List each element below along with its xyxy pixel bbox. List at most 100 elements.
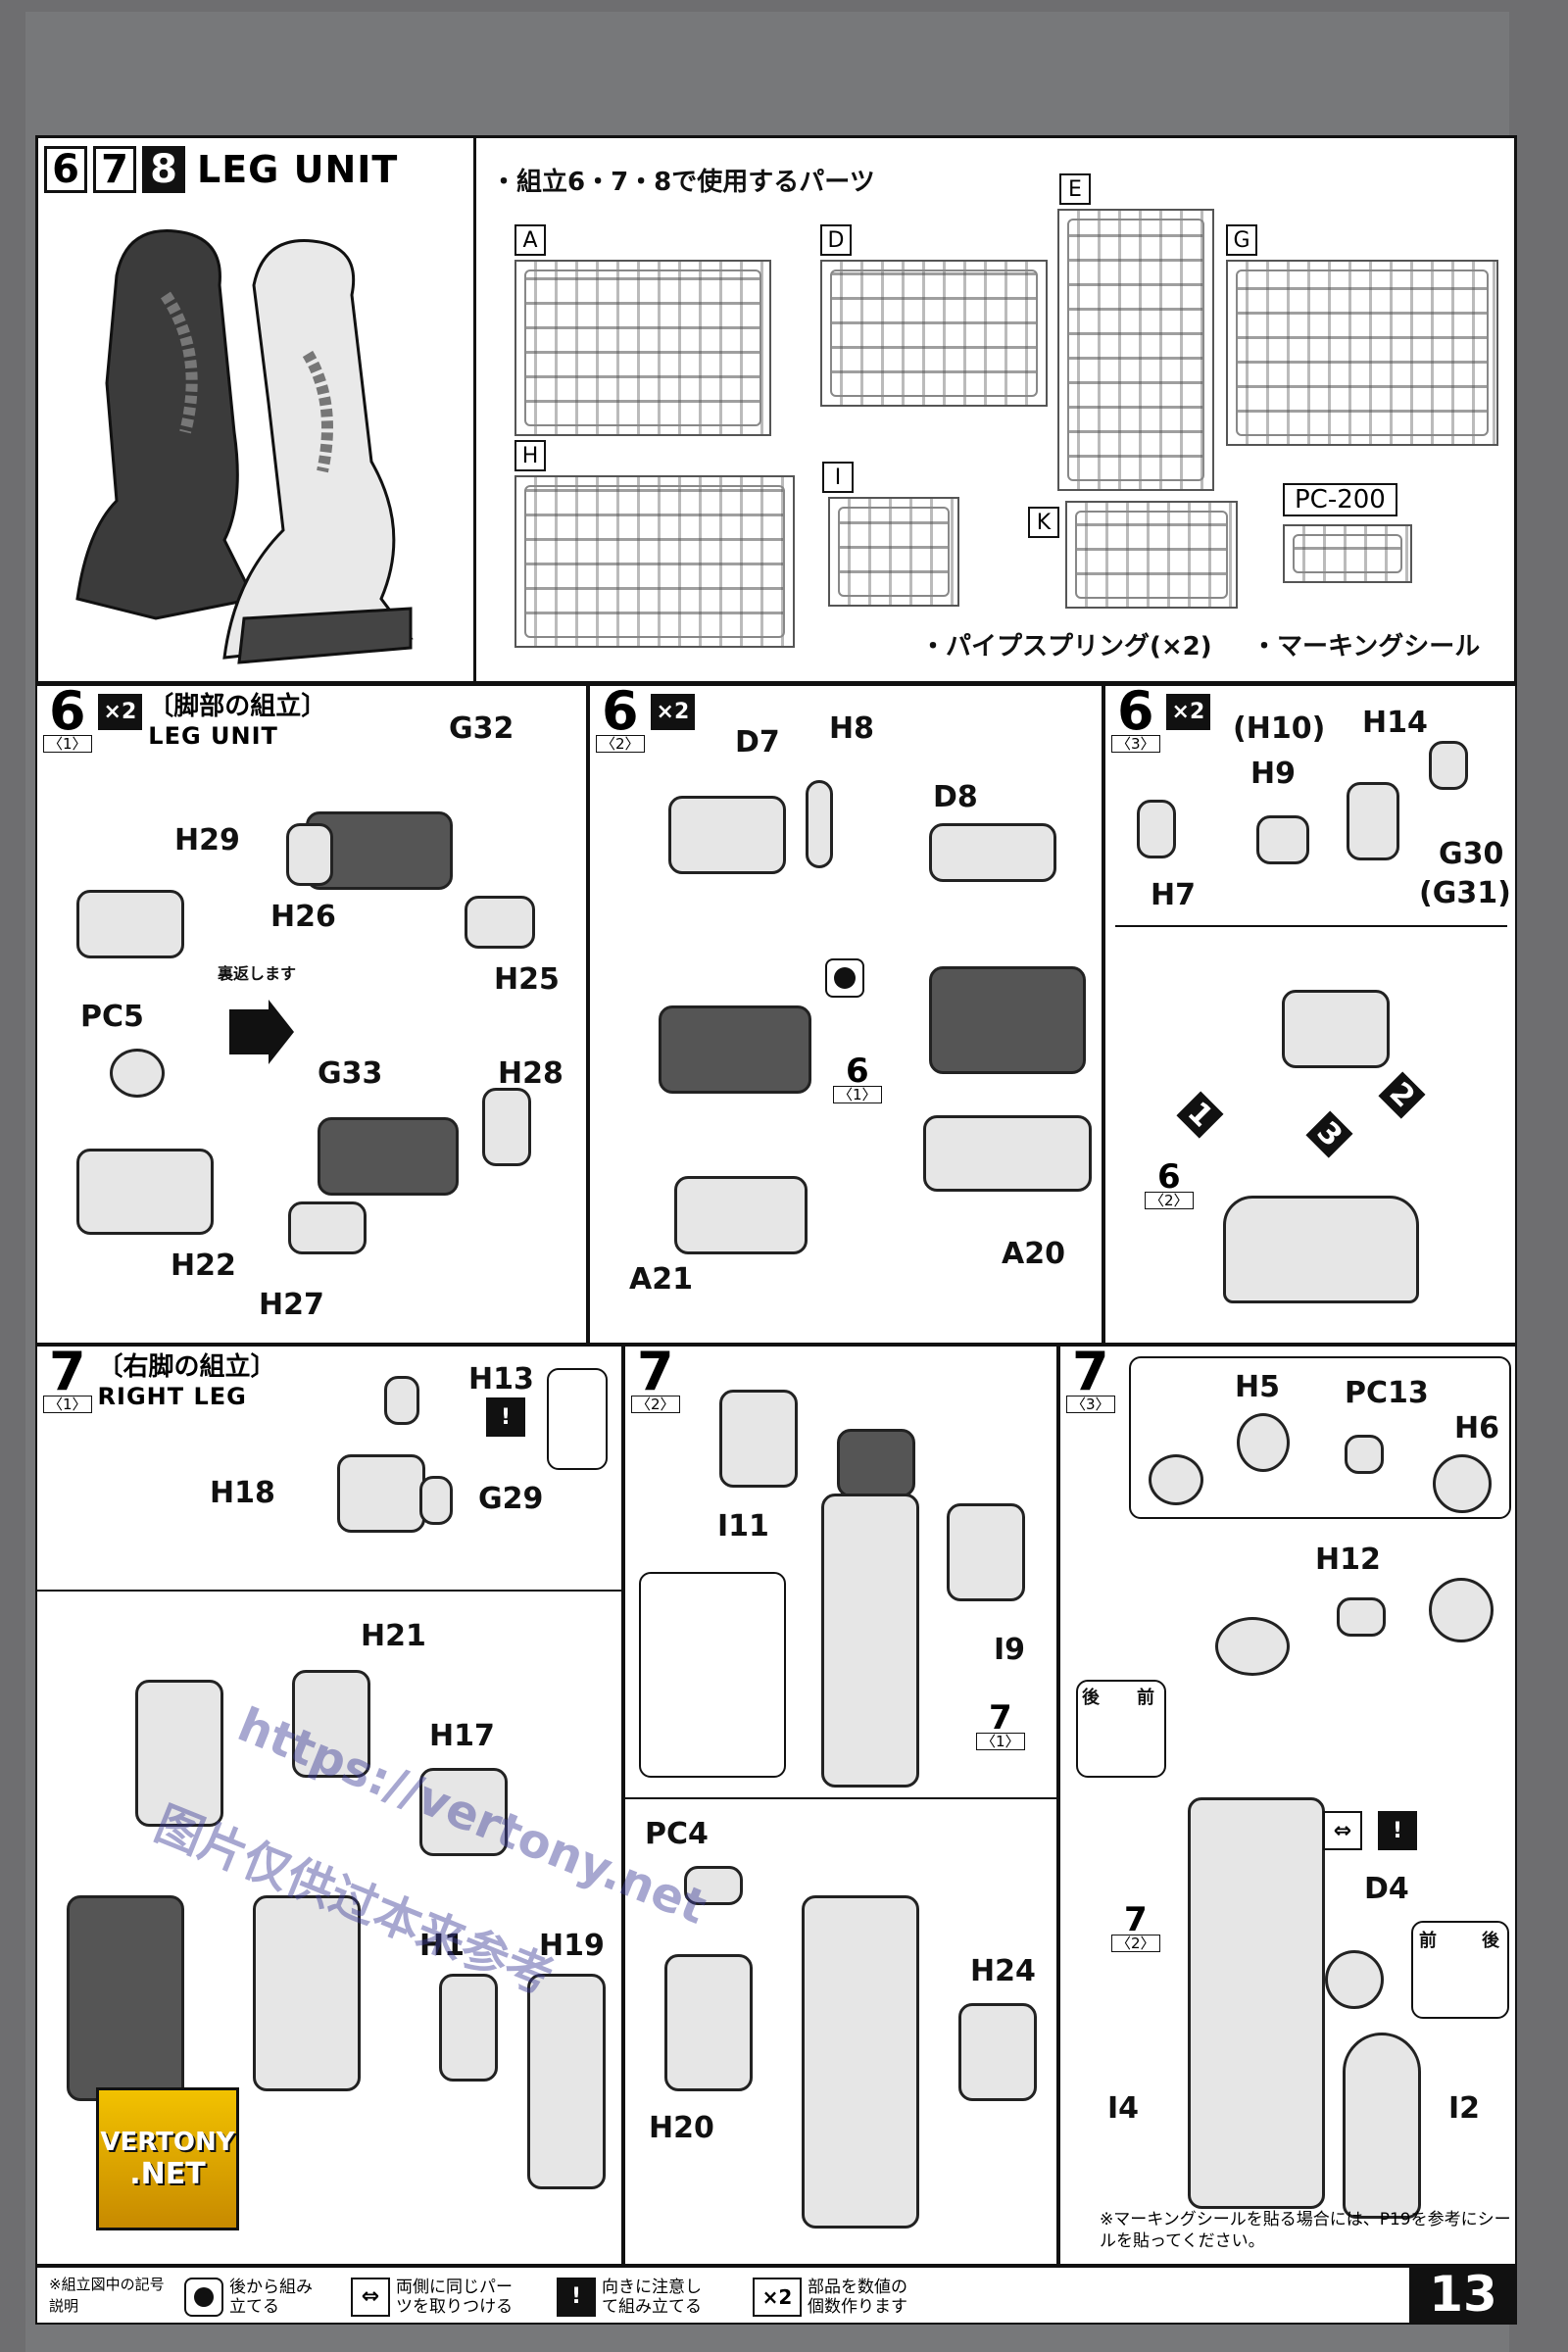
pipe-spring-note: ・パイプスプリング(×2) [920, 632, 1212, 662]
step-7-3-number: 7 [1071, 1345, 1109, 1402]
orientation-front-2: 前 [1419, 1931, 1437, 1951]
parts-used-title: ・組立6・7・8で使用するパーツ [491, 168, 875, 197]
step-box-7: 7 [93, 146, 136, 193]
step-6-1-multiplier: ×2 [97, 694, 143, 730]
label-a20: A20 [1002, 1237, 1065, 1271]
step-7-1-title-en: RIGHT LEG [97, 1383, 247, 1410]
runner-k [1065, 501, 1238, 609]
step-7-1-sub: 〈1〉 [43, 1396, 92, 1413]
part-upper-assembly [1282, 990, 1390, 1068]
label-i11: I11 [717, 1509, 769, 1544]
front-back-orientation-1 [1076, 1680, 1166, 1778]
label-h5: H5 [1235, 1370, 1280, 1404]
ref-7-1: 7〈1〉 [976, 1701, 1025, 1750]
label-i2: I2 [1448, 2091, 1481, 2126]
part-lower-assembly [67, 1895, 184, 2101]
step-6-3-multiplier: ×2 [1165, 694, 1211, 730]
part-d4 [1325, 1950, 1384, 2009]
part-h26 [286, 823, 333, 886]
part-hip-joint [837, 1429, 915, 1497]
part-pc13 [1345, 1435, 1384, 1474]
step-7-1-header: 7〈1〉 〔右脚の組立〕 RIGHT LEG [43, 1347, 276, 1413]
label-h21: H21 [361, 1619, 426, 1653]
label-g31-paren: (G31) [1419, 876, 1511, 910]
part-ankle-preview [1149, 1454, 1203, 1505]
label-h7: H7 [1151, 878, 1196, 912]
runner-d [820, 260, 1048, 407]
part-combined-assembly [929, 966, 1086, 1074]
step-6-2-sub: 〈2〉 [596, 735, 645, 753]
part-h29 [76, 890, 184, 958]
part-h7 [1137, 800, 1176, 858]
step-6-2-header: 6〈2〉 ×2 [596, 684, 696, 753]
label-g33: G33 [318, 1056, 383, 1091]
multiplier-legend-icon: ×2 [753, 2278, 802, 2317]
orientation-front-1: 前 [1137, 1688, 1154, 1708]
step-6-1-panel: 6〈1〉 ×2 〔脚部の組立〕 LEG UNIT 裏返します G32 H29 H… [35, 684, 588, 1345]
runner-e [1057, 209, 1214, 491]
order-2-label: 2 [1378, 1071, 1426, 1119]
label-d4: D4 [1364, 1872, 1409, 1906]
part-h22 [76, 1149, 214, 1235]
runner-g [1226, 260, 1498, 446]
label-pc5: PC5 [80, 1000, 144, 1034]
part-mid-assembly [253, 1895, 361, 2091]
part-g29 [419, 1476, 453, 1525]
order-1-label: 1 [1176, 1091, 1224, 1139]
label-h18: H18 [210, 1476, 275, 1510]
ref-6-2: 6〈2〉 [1145, 1160, 1194, 1209]
step-7-1-title-jp: 〔右脚の組立〕 [97, 1352, 276, 1382]
page-number: 13 [1409, 2264, 1517, 2325]
step-7-3-header: 7〈3〉 [1066, 1347, 1115, 1413]
caution-legend-icon: ! [557, 2278, 596, 2317]
part-h19 [527, 1974, 606, 2189]
legend-title: ※組立図中の記号説明 [49, 2276, 165, 2315]
label-d7: D7 [735, 725, 780, 760]
legend-item-orientation: ! 向きに注意して組み立てる [557, 2278, 710, 2317]
label-h14: H14 [1362, 706, 1428, 740]
part-leg-frame [821, 1494, 919, 1788]
ref-6-1: 6〈1〉 [833, 1054, 882, 1103]
label-h29: H29 [174, 823, 240, 858]
label-pc13: PC13 [1345, 1376, 1429, 1410]
header-divider [473, 138, 476, 681]
step-7-2-header: 7〈2〉 [631, 1347, 680, 1413]
step-6-2-multiplier: ×2 [650, 694, 696, 730]
part-h9 [1256, 815, 1309, 864]
caution-icon-2: ! [1378, 1811, 1417, 1850]
step-7-3-sub: 〈3〉 [1066, 1396, 1115, 1413]
step-box-8: 8 [142, 146, 185, 193]
marking-seal-instruction: ※マーキングシールを貼る場合には、P19を参考にシールを貼ってください。 [1100, 2210, 1511, 2251]
part-h1 [439, 1974, 498, 2082]
label-h1: H1 [419, 1929, 465, 1963]
label-h19: H19 [539, 1929, 605, 1963]
part-i2 [1343, 2033, 1421, 2219]
part-d7 [668, 796, 786, 874]
part-pc4 [684, 1866, 743, 1905]
part-a20 [923, 1115, 1092, 1192]
flip-arrow-icon [229, 1000, 294, 1064]
step-7-2-divider [625, 1797, 1056, 1799]
leg-unit-illustration [75, 229, 414, 664]
step-6-3-panel: 6〈3〉 ×2 (H10) H9 H14 H7 G30 (G31) 1 3 2 … [1103, 684, 1517, 1345]
orientation-back-1: 後 [1082, 1688, 1100, 1708]
both-sides-legend-icon: ⇔ [351, 2278, 390, 2317]
both-sides-icon: ⇔ [1323, 1811, 1362, 1850]
label-i9: I9 [994, 1633, 1026, 1667]
part-h17 [419, 1768, 508, 1856]
label-h25: H25 [494, 962, 560, 997]
step-7-2-panel: 7〈2〉 I11 I9 PC4 H24 H20 7〈1〉 [623, 1345, 1058, 2266]
step-7-2-sub: 〈2〉 [631, 1396, 680, 1413]
part-i11 [719, 1390, 798, 1488]
part-h14 [1347, 782, 1399, 860]
part-d8 [929, 823, 1056, 882]
label-g32: G32 [449, 711, 514, 746]
ref-7-2: 7〈2〉 [1111, 1903, 1160, 1952]
runner-pc-200 [1283, 524, 1412, 583]
label-d8: D8 [933, 780, 978, 814]
flip-note: 裏返します [218, 964, 297, 983]
step-6-2-number: 6 [601, 684, 639, 742]
part-h20 [664, 1954, 753, 2091]
part-h6 [1433, 1454, 1492, 1513]
step-6-1-header: 6〈1〉 ×2 〔脚部の組立〕 LEG UNIT [43, 686, 326, 753]
